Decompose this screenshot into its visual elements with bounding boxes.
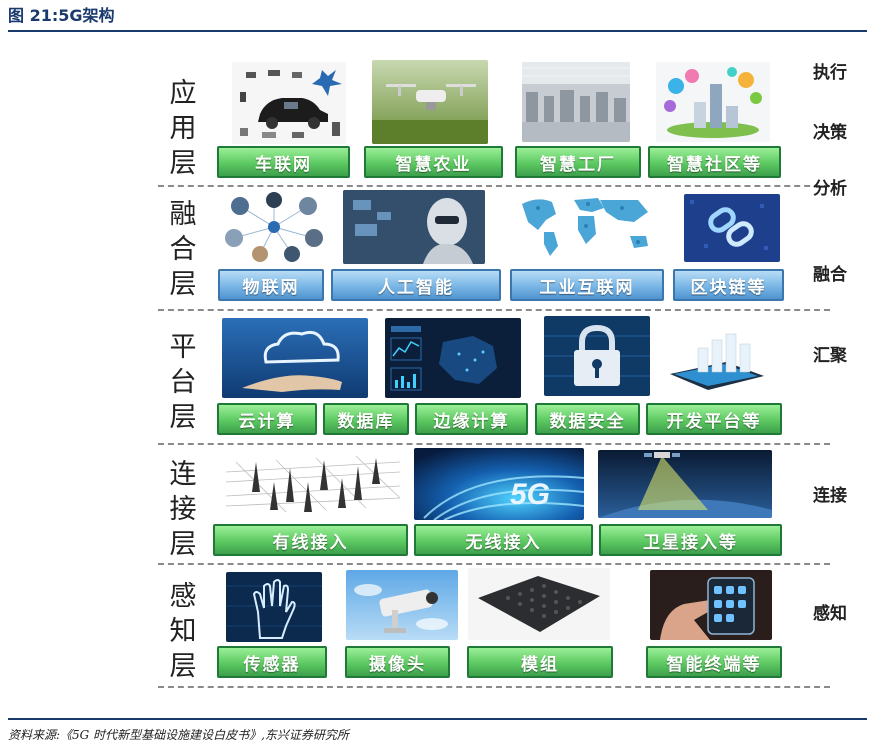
cctv-camera-image [346, 570, 458, 640]
tag-data-security: 数据安全 [535, 403, 640, 435]
tag-sensor: 传感器 [217, 646, 327, 678]
figure-title: 图 21:5G架构 [8, 6, 115, 25]
data-security-image [544, 316, 650, 396]
smart-factory-image [522, 62, 630, 142]
five-g-image-text: 5G [510, 478, 550, 511]
right-label-converge: 融合 [813, 265, 847, 285]
satellite-beam-image [598, 450, 772, 518]
tag-development-platform: 开发平台等 [646, 403, 782, 435]
right-label-analyze: 分析 [813, 179, 847, 199]
layer-separator [158, 185, 830, 187]
world-network-map-image [508, 190, 662, 262]
right-label-perceive: 感知 [813, 604, 847, 624]
tag-module: 模组 [467, 646, 613, 678]
tag-camera: 摄像头 [345, 646, 450, 678]
smart-terminal-image [650, 570, 772, 640]
cloud-computing-image [222, 318, 368, 398]
chip-module-image [468, 568, 610, 640]
layer-separator [158, 309, 830, 311]
tag-cloud-computing: 云计算 [217, 403, 317, 435]
tag-smart-terminal: 智能终端等 [646, 646, 782, 678]
tag-satellite-access: 卫星接入等 [599, 524, 782, 556]
tag-smart-factory: 智慧工厂 [515, 146, 641, 178]
tag-smart-community: 智慧社区等 [648, 146, 781, 178]
wireless-5g-image: 5G [414, 448, 584, 520]
blockchain-chain-image [684, 194, 780, 262]
tag-edge-computing: 边缘计算 [415, 403, 528, 435]
tag-artificial-intelligence: 人工智能 [331, 269, 501, 301]
tag-database: 数据库 [323, 403, 409, 435]
tag-internet-of-things: 物联网 [218, 269, 324, 301]
iot-devices-image [220, 192, 328, 262]
tag-smart-agriculture: 智慧农业 [364, 146, 503, 178]
layer-separator [158, 686, 830, 688]
layer-separator [158, 563, 830, 565]
title-rule [8, 30, 867, 32]
source-note: 资料来源:《5G 时代新型基础设施建设白皮书》,东兴证券研究所 [8, 728, 349, 742]
layer-separator [158, 443, 830, 445]
transmission-towers-image [226, 452, 400, 518]
layer-name-connectivity: 连 接 层 [169, 459, 197, 560]
layer-name-convergence: 融 合 层 [169, 199, 197, 300]
footer-rule [8, 718, 867, 720]
connected-car-image [232, 62, 346, 144]
ai-robot-image [343, 190, 485, 264]
hand-scan-sensor-image [226, 572, 322, 642]
tag-industrial-internet: 工业互联网 [510, 269, 664, 301]
right-label-connect: 连接 [813, 486, 847, 506]
right-label-decide: 决策 [813, 123, 847, 143]
right-label-execute: 执行 [813, 63, 847, 83]
right-label-aggregate: 汇聚 [813, 346, 847, 366]
layer-name-application: 应 用 层 [169, 78, 197, 179]
smart-community-image [656, 62, 770, 142]
agricultural-drone-image [372, 60, 488, 144]
layer-name-perception: 感 知 层 [169, 581, 197, 682]
tag-blockchain: 区块链等 [673, 269, 784, 301]
tag-wireless-access: 无线接入 [414, 524, 593, 556]
development-platform-image [662, 318, 772, 396]
layer-name-platform: 平 台 层 [169, 332, 197, 433]
tag-connected-vehicles: 车联网 [217, 146, 350, 178]
tag-wired-access: 有线接入 [213, 524, 408, 556]
database-dashboard-image [385, 318, 521, 398]
